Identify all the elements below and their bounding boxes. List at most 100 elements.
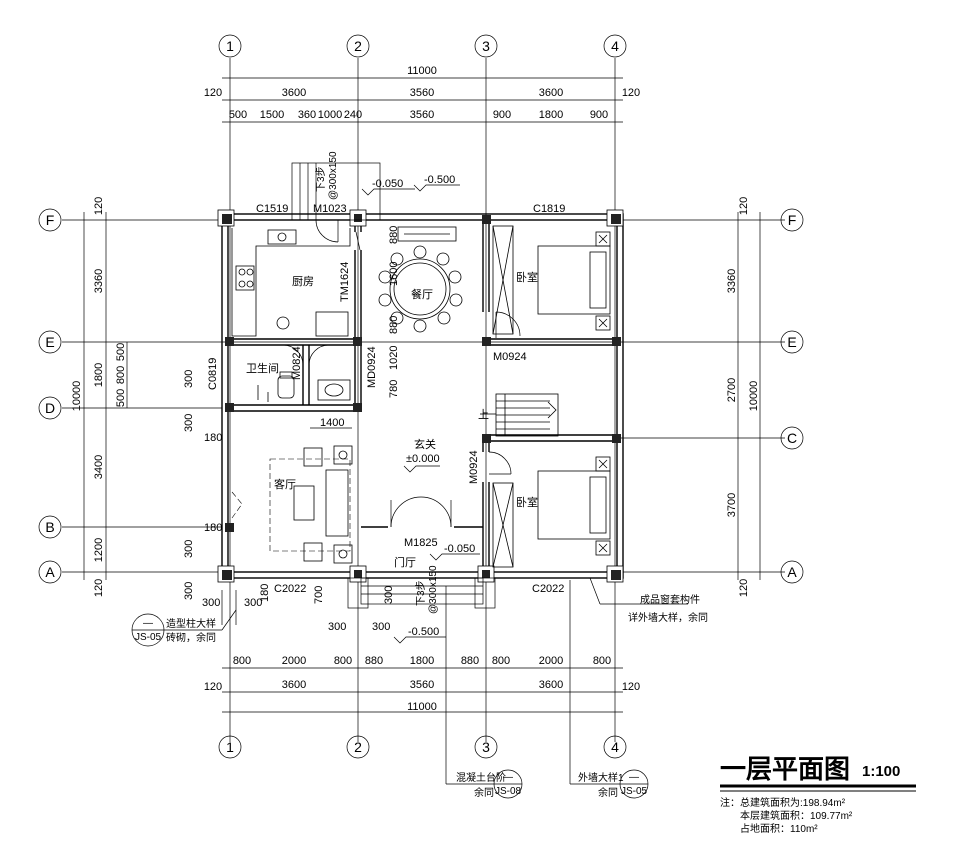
- room-bathroom: 卫生间: [246, 361, 279, 375]
- note-window-detail-1: 成品窗套构件: [640, 593, 700, 606]
- note-wall-detail-2: 余同: [598, 786, 618, 799]
- misc-dimensions: 300 300 180 180 300 300 300 180 700 300 …: [183, 226, 400, 633]
- axis-label-4-bottom: 4: [611, 739, 619, 755]
- callout-column-dash: —: [143, 618, 153, 629]
- drawing-title: 一层平面图: [720, 754, 850, 784]
- dim-misc-0: 300: [183, 370, 195, 388]
- dim-top-detail-3: 360: [298, 109, 316, 121]
- door-swings: [282, 219, 521, 528]
- axis-label-E: E: [45, 334, 54, 350]
- tag-md0924: MD0924: [366, 346, 378, 388]
- axis-label-3: 3: [482, 38, 490, 54]
- room-bedroom-bottom: 卧室: [516, 495, 538, 509]
- axis-bubbles-bottom: 1 2 3 4: [218, 735, 627, 759]
- dim-bottom-detail-6: 880: [461, 655, 479, 667]
- step-top-spec: @300x150: [328, 151, 339, 200]
- dim-top-detail-1: 500: [229, 109, 247, 121]
- note-concrete-step-2: 余同: [474, 786, 494, 799]
- dim-top-mid-1: 3600: [282, 87, 306, 99]
- note-column-detail-2: 砖砌，余同: [166, 631, 216, 644]
- axis-label-F: F: [46, 212, 55, 228]
- note-column-detail-1: 造型柱大样: [166, 617, 216, 630]
- axis-label-F-right: F: [788, 212, 797, 228]
- dim-misc-2: 180: [204, 432, 222, 444]
- axis-bubbles-top: 1 2 3 4: [218, 34, 627, 58]
- dim-misc-4: 300: [183, 540, 195, 558]
- dim-misc-6: 300: [202, 597, 220, 609]
- dim-right-part-1: 3360: [726, 269, 738, 293]
- area-floor: 本层建筑面积：109.77m²: [740, 809, 853, 822]
- dim-left-total: 10000: [71, 381, 83, 412]
- step-top-label: 下3步: [315, 166, 327, 192]
- staircase: [480, 393, 559, 437]
- axis-label-A-right: A: [787, 564, 797, 580]
- room-foyer: 玄关: [414, 437, 436, 451]
- level-markers: -0.050 -0.500 -0.050 -0.500: [361, 174, 480, 644]
- dim-misc-11: 300: [372, 621, 390, 633]
- dim-misc-12: 1400: [320, 417, 344, 429]
- dim-top-detail-2: 1500: [260, 109, 284, 121]
- room-dining: 餐厅: [411, 287, 433, 301]
- dim-top-mid-3: 3600: [539, 87, 563, 99]
- room-kitchen: 厨房: [292, 275, 314, 288]
- dim-bottom-end-left: 120: [204, 681, 222, 693]
- room-labels: 厨房 餐厅 卧室 卧室 卫生间 客厅 玄关 ±0.000 门厅 上: [246, 270, 538, 569]
- callout-wall-sheet: JS-05: [621, 786, 648, 797]
- porch-steps: [221, 162, 496, 625]
- callout-concrete-step: — JS-08 混凝土台阶 余同: [445, 586, 523, 799]
- dim-misc-5: 300: [183, 582, 195, 600]
- axis-label-E-right: E: [787, 334, 796, 350]
- kitchen-fixtures: [231, 228, 351, 337]
- axis-label-B: B: [45, 519, 54, 535]
- dim-left-side-bottom: 120: [93, 579, 105, 597]
- level-porch-step: -0.050: [444, 543, 475, 555]
- dim-bottom-detail-5: 1800: [410, 655, 434, 667]
- callout-step-sheet: JS-08: [495, 786, 522, 797]
- dim-misc-18: 300: [244, 597, 262, 609]
- axis-bubbles-right: F E C A: [780, 208, 804, 584]
- dim-right-part-2: 2700: [726, 378, 738, 402]
- dim-right-side-bottom: 120: [738, 579, 750, 597]
- bed-top: [492, 225, 611, 335]
- step-bottom-spec: @300x150: [428, 565, 439, 614]
- dim-bottom-detail-8: 2000: [539, 655, 563, 667]
- dim-left-small-2: 800: [115, 366, 127, 384]
- drawing-scale: 1:100: [862, 763, 900, 780]
- dim-right-part-3: 3700: [726, 493, 738, 517]
- dim-left-part-3: 3400: [93, 455, 105, 479]
- dim-misc-15: 880: [388, 316, 400, 334]
- dim-misc-17: 780: [388, 380, 400, 398]
- axis-label-4: 4: [611, 38, 619, 54]
- dim-bottom-detail-9: 800: [593, 655, 611, 667]
- opening-tags: C1519 M1023 C1819 TM1624 M0924 M0824 MD0…: [207, 203, 565, 595]
- dim-left-part-1: 3360: [93, 269, 105, 293]
- top-dimensions: 11000 120 120 3600 3560 3600 500 1500 36…: [204, 65, 640, 123]
- axis-label-D: D: [45, 400, 55, 416]
- tag-m0824: M0824: [291, 346, 303, 380]
- dim-bottom-detail-2: 2000: [282, 655, 306, 667]
- level-top-ground: -0.500: [424, 174, 455, 186]
- right-dimensions: 3360 2700 3700 10000 120 120: [726, 197, 761, 597]
- left-dimensions: 10000 3360 1800 3400 1200 120 120 500 80…: [71, 197, 128, 597]
- callout-wall-detail: — JS-05 外墙大样1 余同: [569, 580, 649, 799]
- dim-bottom-mid-2: 3560: [410, 679, 434, 691]
- stair-up-label: 上: [478, 408, 489, 421]
- dim-top-detail-9: 900: [590, 109, 608, 121]
- tag-m0924-mid: M0924: [468, 450, 480, 484]
- area-site: 占地面积：110m²: [740, 822, 818, 835]
- axis-label-1: 1: [226, 38, 234, 54]
- tag-c2022-right: C2022: [532, 583, 564, 595]
- room-foyer-level: ±0.000: [406, 453, 440, 465]
- callout-wall-dash: —: [629, 772, 639, 783]
- note-concrete-step-1: 混凝土台阶: [456, 771, 506, 784]
- dim-bottom-total: 11000: [407, 701, 437, 713]
- step-bottom-label: 下3步: [415, 580, 427, 606]
- dining-table: [378, 226, 463, 333]
- bed-bottom: [492, 456, 611, 568]
- dim-bottom-detail-4: 880: [365, 655, 383, 667]
- note-wall-detail-1: 外墙大样1: [578, 771, 624, 784]
- dim-top-end-left: 120: [204, 87, 222, 99]
- dim-top-end-right: 120: [622, 87, 640, 99]
- axis-label-3-bottom: 3: [482, 739, 490, 755]
